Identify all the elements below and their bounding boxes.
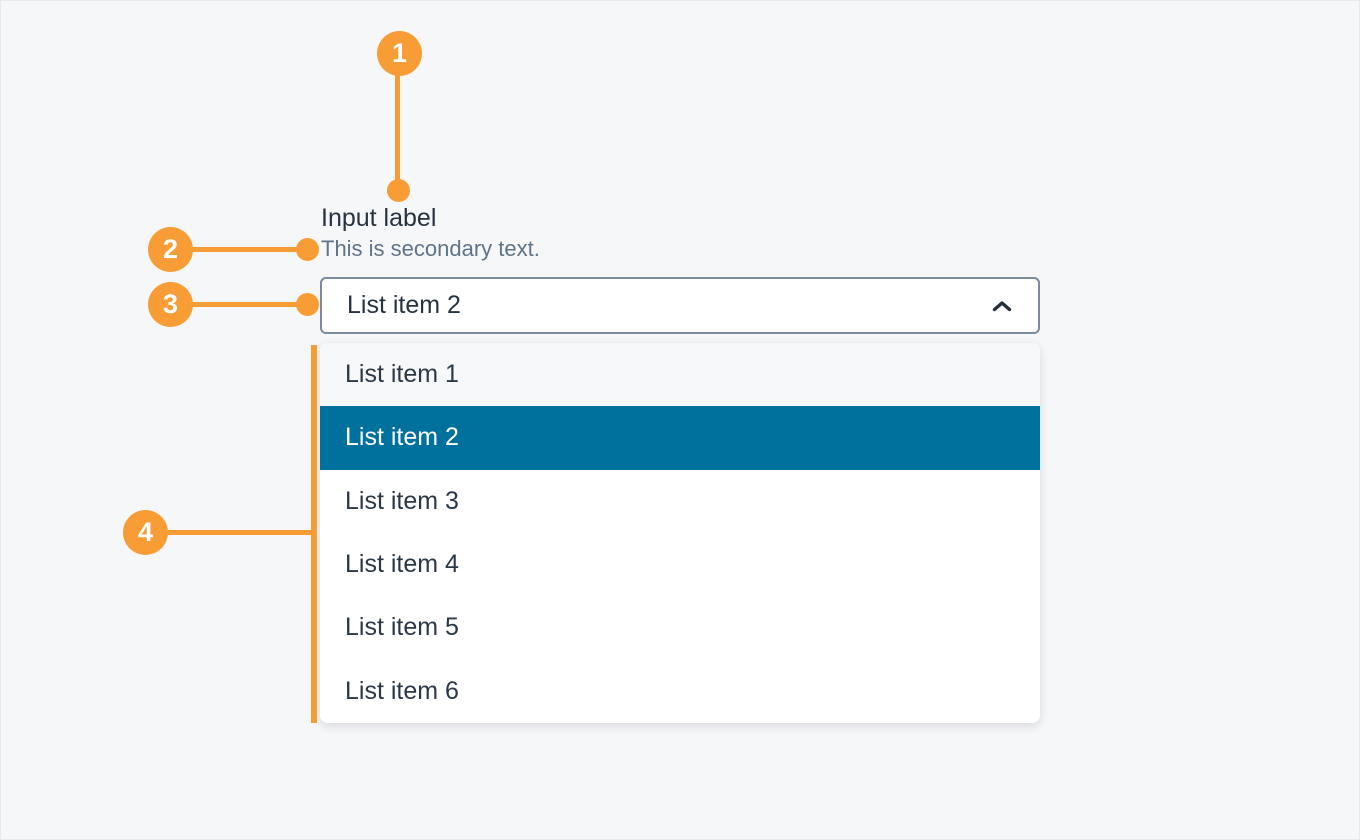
callout-1-line xyxy=(395,54,400,191)
select-value: List item 2 xyxy=(347,291,461,319)
callout-3-badge: 3 xyxy=(148,282,193,327)
callout-1-dot xyxy=(387,179,410,202)
list-option-4[interactable]: List item 4 xyxy=(320,532,1040,597)
secondary-text: This is secondary text. xyxy=(321,236,540,261)
callout-4-line xyxy=(146,530,314,535)
select-toggle[interactable]: List item 2 xyxy=(320,277,1040,334)
callout-4-bracket xyxy=(311,345,317,723)
list-option-3[interactable]: List item 3 xyxy=(320,469,1040,533)
chevron-up-icon xyxy=(992,300,1012,311)
list-option-6[interactable]: List item 6 xyxy=(320,659,1040,723)
callout-1-badge: 1 xyxy=(377,31,422,76)
callout-4-badge: 4 xyxy=(123,510,168,555)
callout-2-line xyxy=(171,247,308,252)
list-option-2[interactable]: List item 2 xyxy=(320,406,1040,470)
list-option-1[interactable]: List item 1 xyxy=(320,343,1040,407)
input-label: Input label xyxy=(321,204,437,232)
callout-3-line xyxy=(171,302,308,307)
callout-2-dot xyxy=(296,238,319,261)
callout-3-dot xyxy=(296,293,319,316)
callout-2-badge: 2 xyxy=(148,227,193,272)
list-option-5[interactable]: List item 5 xyxy=(320,596,1040,660)
listbox: List item 1 List item 2 List item 3 List… xyxy=(320,343,1040,723)
